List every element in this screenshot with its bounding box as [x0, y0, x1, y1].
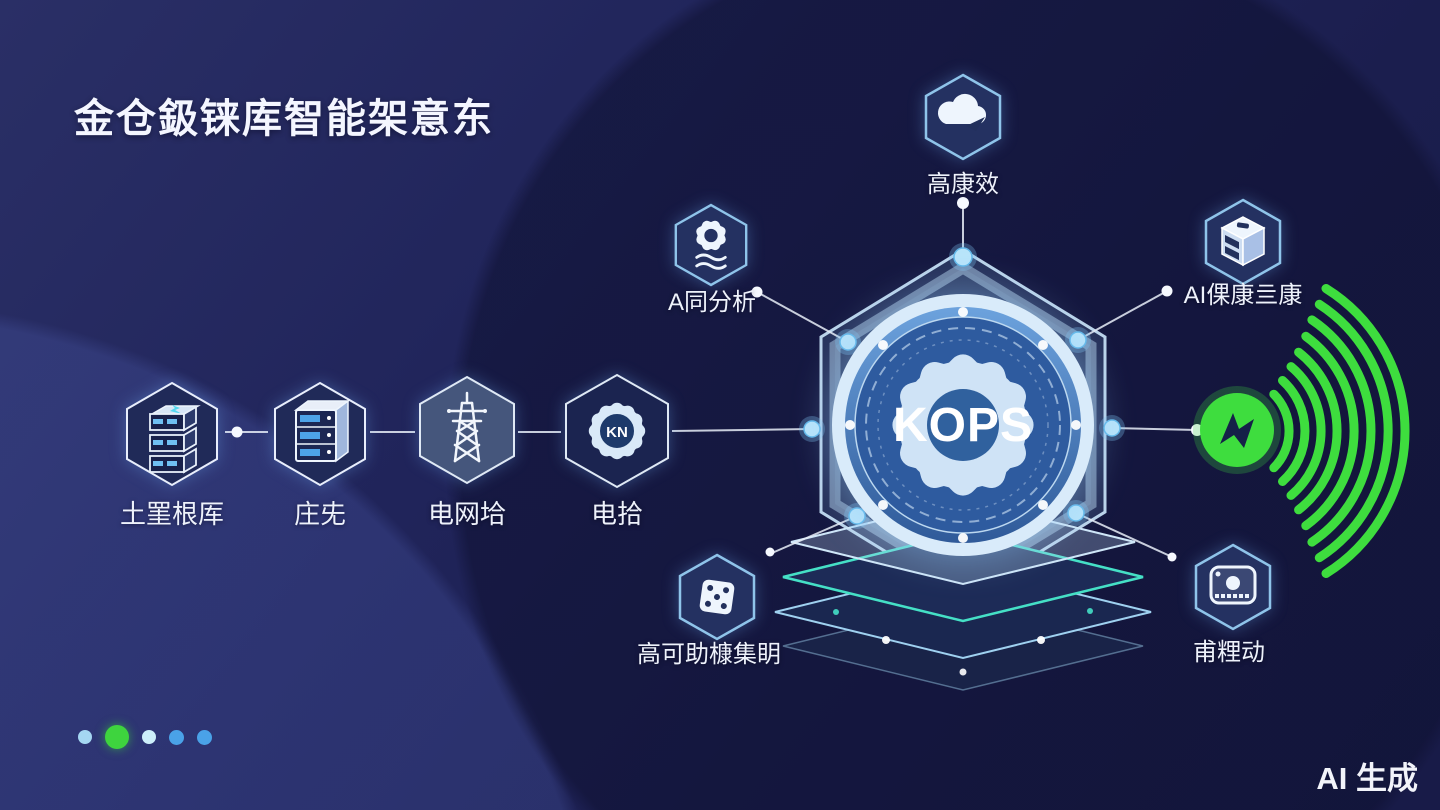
chain-label-grid: 电网垥	[427, 499, 506, 529]
analysis-gear-icon	[674, 203, 748, 287]
drive-panel-icon	[1194, 543, 1272, 631]
satellite-label-bottom-left: 高可助槺集眀	[637, 641, 781, 668]
node-dots	[799, 243, 1125, 529]
chain-label-source: 土罣根厍	[119, 499, 224, 529]
chain-node-engine: KN	[561, 371, 673, 496]
chain-label-storage: 庄兂	[293, 499, 346, 529]
cloud-icon	[924, 73, 1002, 161]
satellite-bottom-left	[676, 552, 758, 647]
satellite-bottom-right	[1192, 542, 1274, 637]
satellite-top-right	[1202, 197, 1284, 292]
pagination-dot[interactable]	[142, 730, 156, 744]
server-stack-icon	[126, 381, 218, 487]
server-box-icon	[1204, 198, 1282, 286]
satellite-label-top-right: AI倮康亖康	[1183, 282, 1303, 309]
server-rack-icon	[274, 381, 366, 487]
junction-dots	[231, 197, 1203, 562]
power-tower-icon	[419, 375, 515, 485]
pagination-dot-active[interactable]	[105, 725, 129, 749]
satellite-label-bottom-right: 甫粴动	[1193, 639, 1265, 666]
cluster-dice-icon	[678, 553, 756, 641]
gear-icon	[892, 354, 1034, 496]
kops-label: KOPS	[893, 399, 1033, 452]
satellite-top-left	[672, 202, 750, 293]
chain-label-engine: 电拾	[590, 499, 643, 529]
export-bolt-icon	[1220, 413, 1254, 448]
pagination-dot[interactable]	[169, 729, 184, 745]
pagination-dot[interactable]	[197, 729, 212, 745]
kn-label: KN	[606, 424, 628, 441]
signal-waves-icon	[1193, 284, 1410, 578]
page-title: 金仓鈒铼库智能架意东	[74, 97, 494, 141]
chain-node-grid	[415, 373, 519, 492]
satellite-top	[922, 72, 1004, 167]
kn-gear-icon: KN	[565, 373, 669, 489]
satellite-label-top-left: A同分析	[667, 289, 756, 316]
pagination	[78, 722, 212, 752]
ai-watermark: AI 生成	[1316, 761, 1418, 796]
chain-node-source	[122, 380, 222, 493]
chain-node-storage	[270, 380, 370, 493]
badge-ring-dots	[845, 307, 1081, 543]
kops-badge: KOPS	[823, 285, 1103, 565]
pagination-dot[interactable]	[78, 730, 92, 744]
satellite-label-top: 高康效	[927, 171, 999, 198]
